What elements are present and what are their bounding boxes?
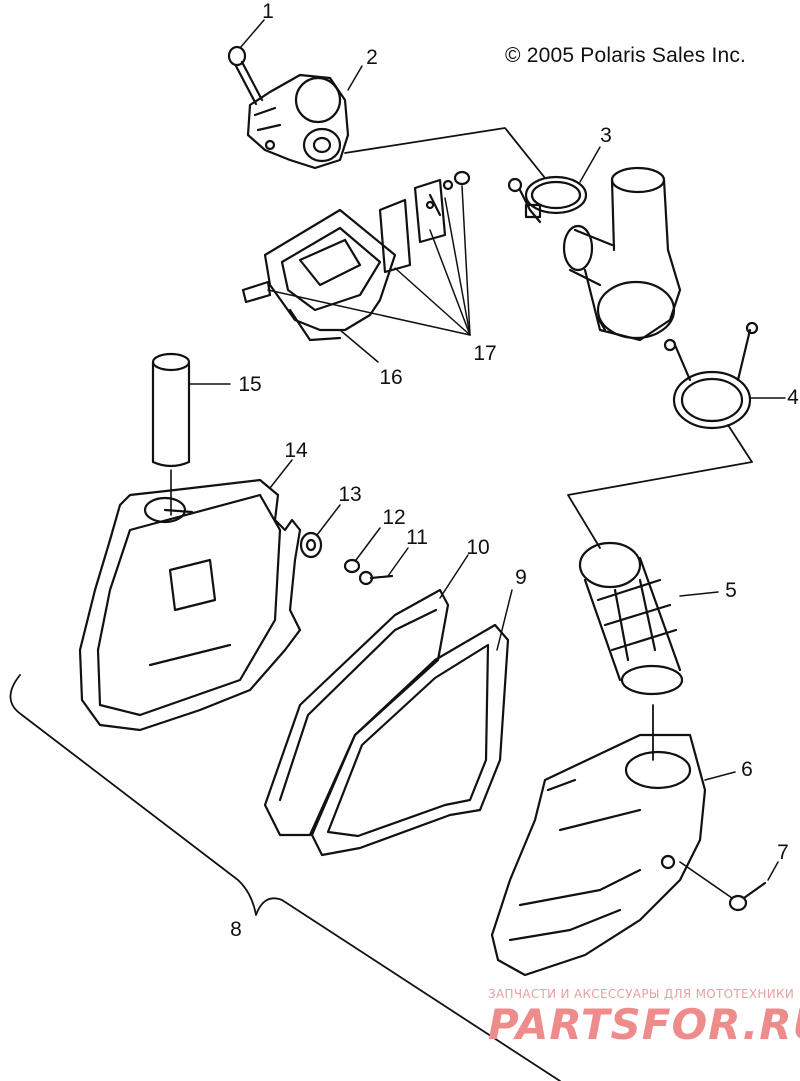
part-12-washer xyxy=(343,558,361,574)
part-9-filter-frame xyxy=(310,623,510,857)
callout-5: 5 xyxy=(725,579,737,602)
callout-7: 7 xyxy=(777,841,789,864)
callout-10: 10 xyxy=(466,536,490,559)
part-17-reed-petals xyxy=(241,170,471,304)
part-1-screw xyxy=(227,45,264,106)
callout-12: 12 xyxy=(382,506,406,529)
part-4-hose-clamp xyxy=(663,321,759,430)
callout-2: 2 xyxy=(366,46,378,69)
part-15-tube xyxy=(151,352,191,516)
copyright-text: © 2005 Polaris Sales Inc. xyxy=(505,44,747,67)
callout-13: 13 xyxy=(338,483,362,506)
callout-16: 16 xyxy=(379,366,403,389)
part-7-screw xyxy=(679,861,767,912)
callout-4: 4 xyxy=(787,386,799,409)
part-6-airbox xyxy=(490,733,707,977)
leader-lines xyxy=(188,19,786,881)
callout-8: 8 xyxy=(230,918,242,941)
part-3-clamp xyxy=(507,175,588,224)
watermark-tagline: ЗАПЧАСТИ И АКСЕССУАРЫ ДЛЯ МОТОТЕХНИКИ xyxy=(488,987,795,1001)
part-2-carburetor xyxy=(246,73,350,170)
callout-15: 15 xyxy=(238,373,262,396)
callout-17: 17 xyxy=(473,342,497,365)
bracket-8 xyxy=(9,674,561,1081)
callout-11: 11 xyxy=(406,526,428,549)
intake-boot xyxy=(562,166,682,342)
watermark-brand: PARTSFOR.RU xyxy=(488,1000,800,1049)
part-13-grommet xyxy=(299,531,323,559)
part-16-reed-cage xyxy=(263,208,397,342)
callout-14: 14 xyxy=(284,439,308,462)
connector-line xyxy=(344,127,546,179)
part-11-screw xyxy=(358,570,394,586)
callout-1: 1 xyxy=(262,0,274,23)
part-5-adapter-boot xyxy=(578,541,684,696)
part-10-filter-gasket xyxy=(263,588,450,837)
callout-3: 3 xyxy=(600,124,612,147)
callout-9: 9 xyxy=(515,566,527,589)
part-14-airbox-cover xyxy=(78,478,302,732)
connector-line xyxy=(567,424,753,549)
callout-6: 6 xyxy=(741,758,753,781)
